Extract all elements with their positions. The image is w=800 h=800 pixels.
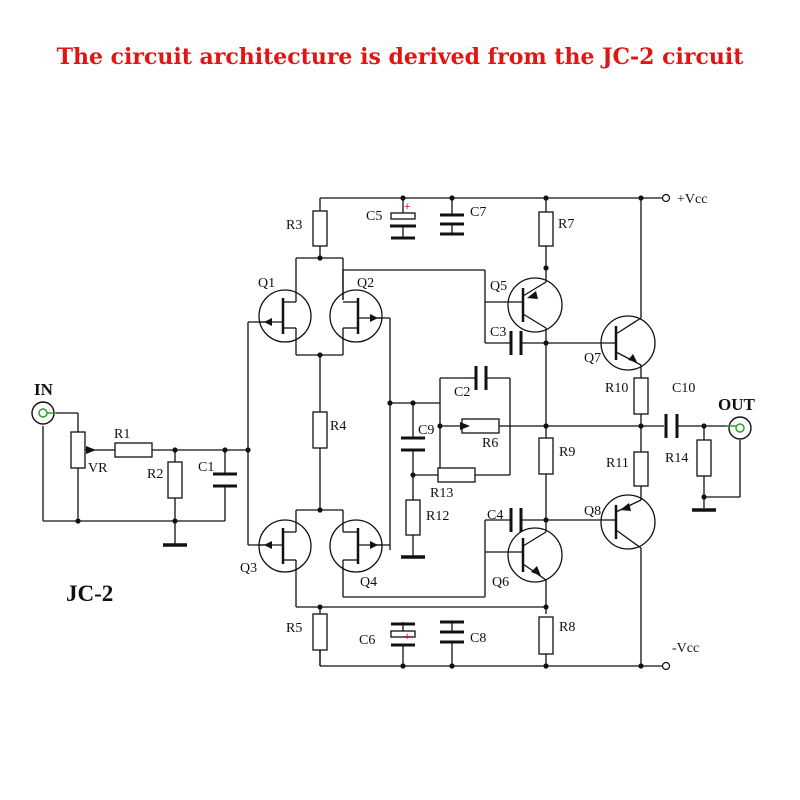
resistor-r13	[437, 467, 476, 483]
label-q4: Q4	[360, 575, 377, 590]
resistor-r8	[538, 616, 554, 655]
transistor-q2	[329, 289, 383, 343]
transistor-q4	[329, 519, 383, 573]
resistor-r4	[312, 411, 328, 449]
resistor-r1	[114, 442, 153, 458]
transistor-q7	[600, 315, 656, 371]
label-r10: R10	[605, 381, 628, 396]
ground-symbols	[163, 508, 716, 559]
component-labels: R3 C5 C7 R7 +Vcc Q1 Q2 Q5 C3 Q7 R10 C10 …	[34, 192, 756, 656]
label-q2: Q2	[357, 276, 374, 291]
transistor-q1	[258, 289, 312, 343]
resistor-bodies	[70, 210, 712, 655]
vr-wiper-arrow	[86, 446, 96, 454]
label-r14: R14	[665, 451, 688, 466]
label-vcc-pos: +Vcc	[677, 192, 707, 207]
label-r6: R6	[482, 436, 498, 451]
resistor-r11	[633, 451, 649, 487]
resistor-vr	[70, 431, 86, 469]
resistor-r12	[405, 499, 421, 536]
label-c10: C10	[672, 381, 695, 396]
resistor-r5	[312, 613, 328, 651]
label-r3: R3	[286, 218, 302, 233]
label-q1: Q1	[258, 276, 275, 291]
vcc-neg-terminal	[661, 661, 671, 671]
label-r11: R11	[606, 456, 629, 471]
resistor-r2	[167, 461, 183, 499]
label-r1: R1	[114, 427, 130, 442]
label-c9: C9	[418, 423, 434, 438]
resistor-r14	[696, 439, 712, 477]
label-r8: R8	[559, 620, 575, 635]
resistor-r3	[312, 210, 328, 247]
label-q3: Q3	[240, 561, 257, 576]
label-q8: Q8	[584, 504, 601, 519]
resistor-r10	[633, 377, 649, 415]
label-c3: C3	[490, 325, 506, 340]
label-vr: VR	[88, 461, 108, 476]
label-c7: C7	[470, 205, 486, 220]
label-r2: R2	[147, 467, 163, 482]
vcc-pos-terminal	[661, 193, 671, 203]
label-c5: C5	[366, 209, 382, 224]
diagram-title: The circuit architecture is derived from…	[56, 44, 744, 70]
capacitor-plates	[213, 206, 679, 656]
transistor-symbols	[258, 277, 656, 583]
label-q5: Q5	[490, 279, 507, 294]
transistor-q6	[507, 527, 563, 583]
polarity-marks: + +	[404, 201, 410, 643]
label-c4: C4	[487, 508, 503, 523]
transistor-arrows	[264, 291, 637, 576]
resistor-r9	[538, 437, 554, 475]
transistor-q3	[258, 519, 312, 573]
r6-arrow	[460, 422, 470, 430]
label-c8: C8	[470, 631, 486, 646]
label-q7: Q7	[584, 351, 601, 366]
label-c6: C6	[359, 633, 375, 648]
svg-text:+: +	[404, 631, 410, 643]
label-out: OUT	[718, 395, 756, 414]
label-c2: C2	[454, 385, 470, 400]
diagram-name: JC-2	[66, 581, 113, 606]
label-q6: Q6	[492, 575, 509, 590]
junctions	[75, 195, 707, 669]
label-c1: C1	[198, 460, 214, 475]
label-r9: R9	[559, 445, 575, 460]
label-r7: R7	[558, 217, 574, 232]
resistor-r7	[538, 211, 554, 247]
transistor-q5	[507, 277, 563, 333]
label-r13: R13	[430, 486, 453, 501]
label-in: IN	[34, 380, 54, 399]
svg-text:+: +	[404, 201, 410, 213]
wires	[42, 197, 741, 667]
label-vcc-neg: -Vcc	[672, 641, 699, 656]
label-r12: R12	[426, 509, 449, 524]
ports	[31, 193, 752, 671]
label-r5: R5	[286, 621, 302, 636]
transistor-q8	[600, 494, 656, 550]
label-r4: R4	[330, 419, 346, 434]
